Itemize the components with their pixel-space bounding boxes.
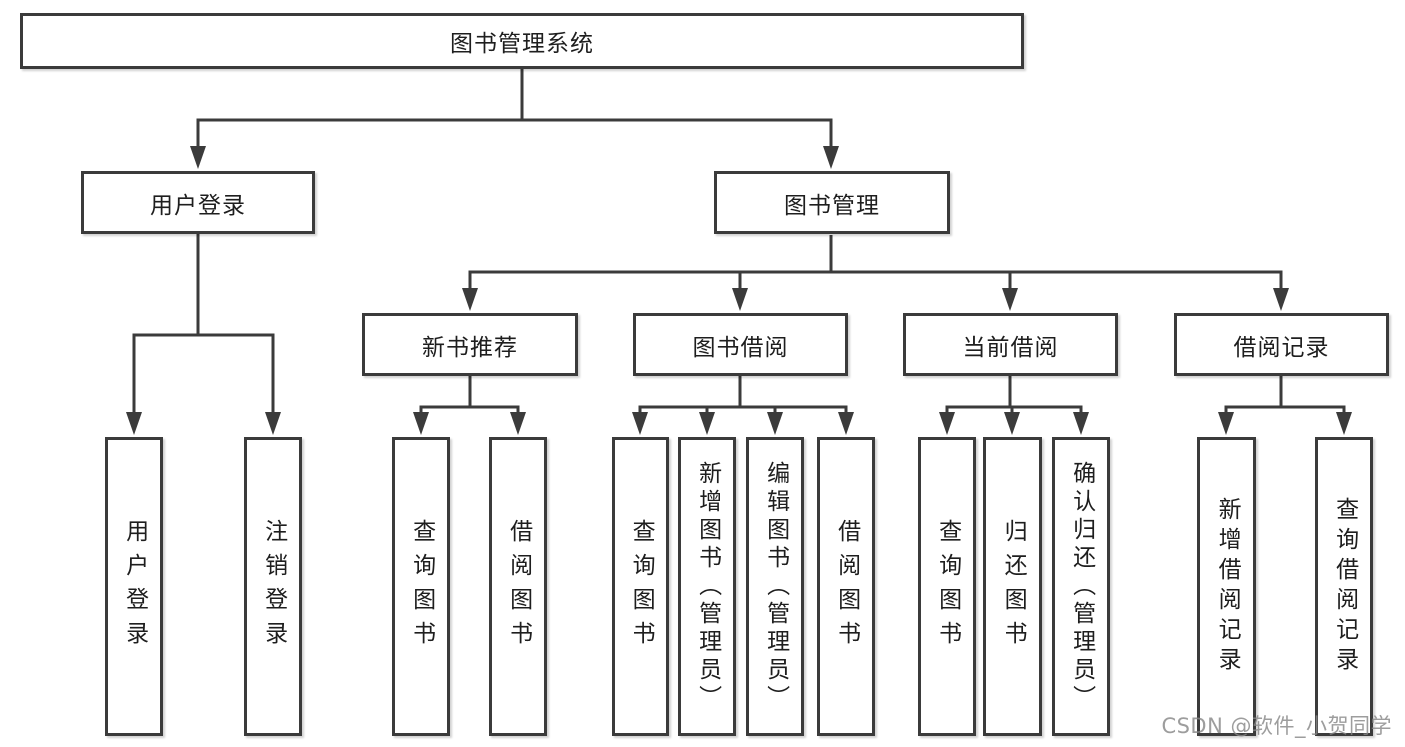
leaf-bb-borrow-book: 借阅图书 — [817, 437, 875, 736]
node-borrow-record-label: 借阅记录 — [1233, 334, 1330, 361]
leaf-logout-label: 注销登录 — [260, 518, 287, 655]
node-book-borrow-label: 图书借阅 — [692, 334, 789, 361]
leaf-br-add-record-label: 新增借阅记录 — [1214, 496, 1241, 677]
node-current-borrow-label: 当前借阅 — [962, 334, 1059, 361]
leaf-cb-confirm-return-label: 确认归还（管理员） — [1068, 460, 1095, 713]
node-current-borrow: 当前借阅 — [903, 313, 1118, 376]
leaf-bb-edit-book-label: 编辑图书（管理员） — [762, 460, 789, 713]
leaf-bb-query-book-label: 查询图书 — [628, 518, 655, 655]
edge-borrow-record-to-leaves — [1218, 376, 1352, 435]
node-book-mgmt: 图书管理 — [714, 171, 950, 234]
leaf-br-query-record: 查询借阅记录 — [1315, 437, 1373, 736]
leaf-bb-add-book: 新增图书（管理员） — [678, 437, 736, 736]
node-root: 图书管理系统 — [20, 13, 1024, 69]
leaf-user-login: 用户登录 — [105, 437, 163, 736]
leaf-cb-return-book: 归还图书 — [983, 437, 1042, 736]
leaf-logout: 注销登录 — [244, 437, 302, 736]
leaf-cb-confirm-return: 确认归还（管理员） — [1052, 437, 1110, 736]
edge-user-login-to-leaves — [126, 234, 281, 435]
leaf-bb-add-book-label: 新增图书（管理员） — [694, 460, 721, 713]
leaf-bb-edit-book: 编辑图书（管理员） — [746, 437, 804, 736]
leaf-bb-query-book: 查询图书 — [612, 437, 669, 736]
edge-book-mgmt-to-level3 — [462, 235, 1289, 311]
node-book-mgmt-label: 图书管理 — [784, 192, 880, 219]
leaf-user-login-label: 用户登录 — [121, 518, 148, 655]
node-new-book-rec: 新书推荐 — [362, 313, 578, 376]
node-book-borrow: 图书借阅 — [633, 313, 848, 376]
csdn-watermark: CSDN @软件_小贺同学 — [1161, 714, 1392, 738]
leaf-br-query-record-label: 查询借阅记录 — [1331, 496, 1358, 677]
leaf-cb-return-book-label: 归还图书 — [1000, 518, 1027, 655]
edge-current-borrow-to-leaves — [939, 376, 1089, 435]
leaf-cb-query-book-label: 查询图书 — [934, 518, 961, 655]
leaf-nbr-query-book: 查询图书 — [392, 437, 450, 736]
leaf-nbr-query-book-label: 查询图书 — [408, 518, 435, 655]
leaf-bb-borrow-book-label: 借阅图书 — [833, 518, 860, 655]
node-new-book-rec-label: 新书推荐 — [422, 334, 518, 361]
leaf-cb-query-book: 查询图书 — [918, 437, 976, 736]
leaf-nbr-borrow-book: 借阅图书 — [489, 437, 547, 736]
edge-new-book-rec-to-leaves — [413, 376, 526, 435]
node-user-login-label: 用户登录 — [150, 192, 246, 219]
edge-book-borrow-to-leaves — [632, 376, 854, 435]
leaf-br-add-record: 新增借阅记录 — [1197, 437, 1256, 736]
node-borrow-record: 借阅记录 — [1174, 313, 1389, 376]
node-user-login: 用户登录 — [81, 171, 315, 234]
leaf-nbr-borrow-book-label: 借阅图书 — [505, 518, 532, 655]
edge-root-to-level2 — [190, 69, 839, 169]
node-root-label: 图书管理系统 — [450, 31, 594, 57]
